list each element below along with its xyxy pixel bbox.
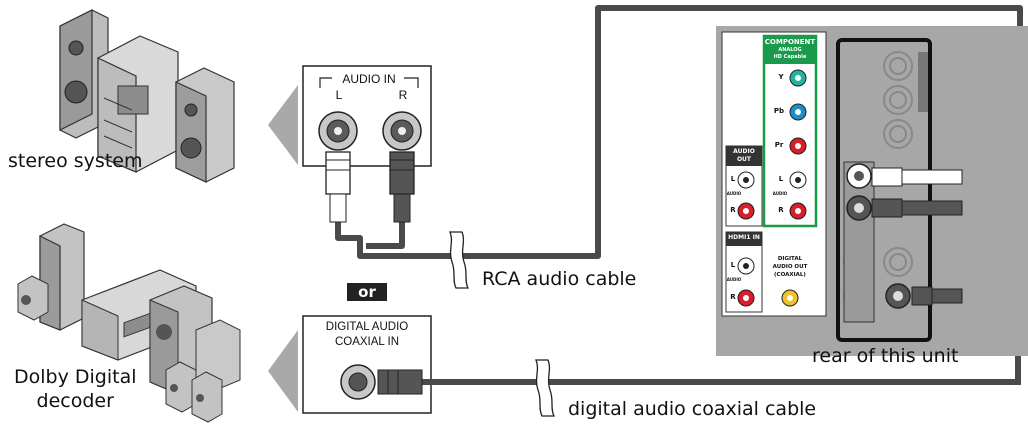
audio-in-right-label: R [398, 88, 408, 102]
hdmi1-r-label: R [730, 293, 736, 301]
digital-out-line1: DIGITAL [777, 256, 803, 262]
audio-out-l-label: L [730, 175, 736, 183]
audio-in-title: AUDIO IN [342, 72, 396, 86]
digital-in-line2: COAXIAL IN [334, 336, 400, 348]
component-y-label: Y [778, 73, 784, 81]
rca-plugs-audio-in [318, 111, 422, 223]
digital-in-line1: DIGITAL AUDIO [325, 321, 409, 333]
dolby-label-line2: decoder [36, 390, 114, 412]
rear-unit-label: rear of this unit [812, 345, 959, 367]
tv-rear-panel [716, 26, 1028, 356]
audio-out-r-label: R [730, 206, 736, 214]
digital-out-line2: AUDIO OUT [772, 264, 808, 270]
component-sub2: HD Capable [773, 54, 807, 60]
coaxial-plug-digital-in [340, 364, 423, 400]
audio-out-audio-small: AUDIO [726, 191, 742, 196]
audio-out-line1: AUDIO [733, 148, 755, 155]
component-r-label: R [778, 206, 784, 214]
component-title: COMPONENT [764, 38, 816, 46]
component-audio-small: AUDIO [772, 191, 788, 196]
digital-cable-label: digital audio coaxial cable [568, 398, 817, 420]
digital-out-line3: (COAXIAL) [774, 272, 806, 278]
hdmi1-l-label: L [730, 261, 736, 269]
stereo-system-label: stereo system [8, 150, 143, 172]
dolby-decoder-label: Dolby Digital decoder [14, 365, 137, 413]
dolby-decoder-illustration [17, 223, 241, 423]
stereo-system-illustration [59, 9, 235, 183]
arrow-to-stereo [268, 85, 298, 165]
hdmi1-in-label: HDMI1 IN [728, 234, 760, 241]
component-l-label: L [778, 175, 784, 183]
rca-cable-label: RCA audio cable [482, 268, 637, 290]
hdmi1-audio-small: AUDIO [726, 277, 742, 282]
audio-in-left-label: L [335, 88, 343, 102]
arrow-to-decoder [268, 330, 298, 412]
dolby-label-line1: Dolby Digital [14, 366, 137, 388]
component-pr-label: Pr [774, 141, 784, 149]
component-sub1: ANALOG [778, 47, 802, 53]
or-badge: or [347, 283, 387, 301]
component-pb-label: Pb [773, 107, 785, 115]
audio-out-line2: OUT [736, 156, 752, 163]
